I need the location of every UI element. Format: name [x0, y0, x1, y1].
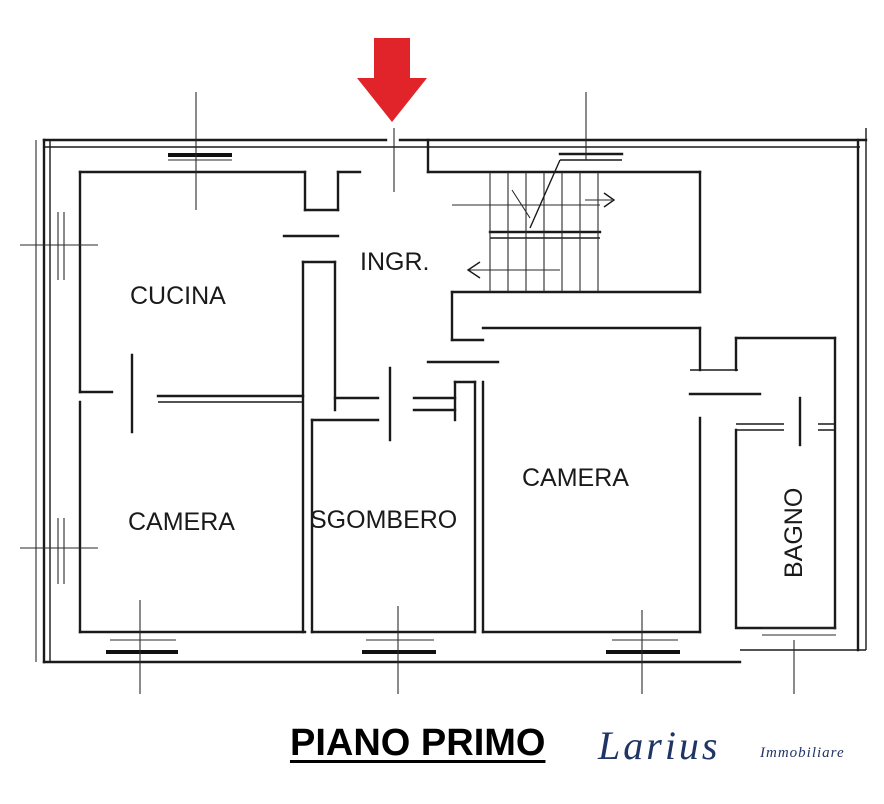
- interior-walls: [78, 138, 837, 634]
- room-label-ingresso: INGR.: [360, 248, 429, 276]
- brand-logo-subtitle: Immobiliare: [760, 745, 845, 761]
- room-label-cucina: CUCINA: [130, 282, 226, 310]
- room-label-sgombero: SGOMBERO: [310, 506, 457, 534]
- room-label-camera-left: CAMERA: [128, 508, 235, 536]
- outer-walls: [42, 128, 868, 664]
- floor-title: PIANO PRIMO: [290, 722, 546, 764]
- windows: [20, 153, 836, 654]
- room-label-camera-right: CAMERA: [522, 464, 629, 492]
- staircase: [452, 152, 624, 292]
- entrance-arrow-icon: [357, 38, 427, 122]
- room-label-bagno: BAGNO: [780, 488, 808, 578]
- dimension-ticks: [35, 92, 795, 694]
- brand-logo-name: Larius: [598, 723, 721, 768]
